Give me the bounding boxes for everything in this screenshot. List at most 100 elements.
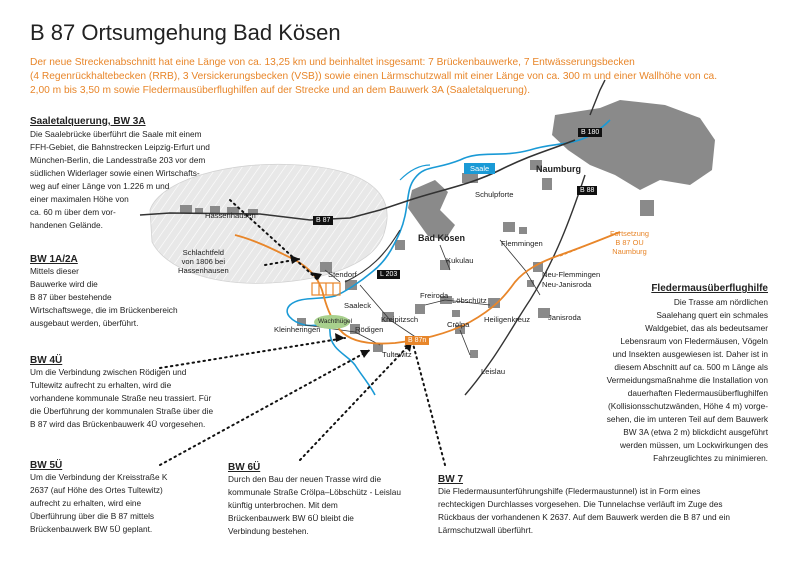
roads (139, 79, 606, 396)
place-janisroda: Janisroda (548, 313, 581, 322)
text-line: dauerhaften Fledermausüberflughilfen (627, 388, 768, 398)
b87n-route (234, 231, 621, 345)
place-kleinheringen: Kleinheringen (274, 325, 321, 334)
place-neu-janisroda: Neu-Janisroda (542, 280, 592, 289)
section-body: Die Saalebrücke überführt die Saale mit … (30, 128, 270, 232)
text-line: Saalehang quert ein schmales (656, 310, 768, 320)
wachthuegel-area (314, 315, 350, 329)
text-line: Die Saalebrücke überführt die Saale mit … (30, 129, 202, 139)
text-line: Um die Verbindung der Kreisstraße K (30, 472, 168, 482)
section-heading: BW 1A/2A (30, 254, 78, 265)
place-schlachtfeld-line: von 1806 bei (181, 257, 226, 266)
section-body: Um die Verbindung zwischen Rödigen und T… (30, 366, 250, 431)
text-line: B 87 wird das Brückenbauwerk 4Ü vorgeseh… (30, 419, 206, 429)
text-line: Die Fledermausunterführungshilfe (Fleder… (438, 486, 701, 496)
battlefield-area (149, 163, 388, 284)
section-heading: BW 7 (438, 474, 463, 485)
section-fledermaus: Fledermausüberflughilfe Die Trasse am nö… (572, 283, 768, 465)
place-kreipitzsch: Kreipitzsch (381, 315, 419, 324)
text-line: einer maximalen Höhe von (30, 194, 129, 204)
text-line: Bauwerke wird die (30, 279, 98, 289)
place-flemmingen: Flemmingen (501, 239, 543, 248)
text-line: FFH-Gebiet, die Bahnstrecken Leipzig-Erf… (30, 142, 210, 152)
road-tag-b87: B 87 (313, 216, 334, 225)
road-tag-b88: B 88 (577, 186, 598, 195)
text-line: BW 3A (etwa 2 m) blickdicht ausgeführt (623, 427, 768, 437)
section-saaletalquerung: Saaletalquerung, BW 3A Die Saalebrücke ü… (30, 116, 270, 232)
place-loebschuetz: Löbschütz (452, 296, 487, 305)
text-line: und Insekten ausgewiesen ist. Daher ist … (612, 349, 768, 359)
text-line: Die Trasse am nördlichen (673, 297, 768, 307)
place-croelpa: Crölpa (447, 320, 470, 329)
text-line: rechteckigen Durchlasses vorgesehen. Die… (438, 499, 723, 509)
text-line: ca. 60 m über dem vor- (30, 207, 116, 217)
section-heading: Saaletalquerung, BW 3A (30, 116, 146, 127)
fortsetzung-line: Fortsetzung (610, 229, 650, 238)
place-heiligenkreuz: Heiligenkreuz (484, 315, 531, 324)
text-line: ausgebaut werden, überführt. (30, 318, 139, 328)
river-tag-saale: Saale (464, 163, 496, 174)
fortsetzung-line: B 87 OU (615, 238, 644, 247)
text-line: Mittels dieser (30, 266, 79, 276)
section-body: Mittels dieser Bauwerke wird die B 87 üb… (30, 265, 230, 330)
place-schlachtfeld-line: Hassenhausen (178, 266, 229, 275)
text-line: aufrecht zu erhalten, wird eine (30, 498, 142, 508)
town-blocks (180, 100, 715, 358)
text-line: Verbindung bestehen. (228, 526, 309, 536)
place-schlachtfeld-line: Schlachtfeld (182, 248, 225, 257)
section-heading: Fledermausüberflughilfe (651, 283, 768, 294)
section-bw7: BW 7 Die Fledermausunterführungshilfe (F… (438, 474, 778, 537)
place-tultewitz: Tultewitz (382, 350, 412, 359)
intro-line: (4 Regenrückhaltebecken (RRB), 3 Versick… (30, 71, 718, 82)
text-line: Waldgebiet, das als bedeutsamer (645, 323, 768, 333)
section-body: Um die Verbindung der Kreisstraße K 2637… (30, 471, 210, 536)
text-line: Brückenbauwerk BW 6Ü bleibt die (228, 513, 354, 523)
intro-text: Der neue Streckenabschnitt hat eine Läng… (30, 56, 780, 98)
road-tag-b180: B 180 (578, 128, 603, 137)
text-line: diesem Abschnitt auf ca. 500 m Länge als (614, 362, 768, 372)
section-body: Die Trasse am nördlichen Saalehang quert… (572, 296, 768, 465)
text-line: südlichen Widerlager sowie einen Wirtsch… (30, 168, 200, 178)
section-bw5u: BW 5Ü Um die Verbindung der Kreisstraße … (30, 460, 210, 536)
text-line: Rückbaus der vorhandenen K 2637. Auf dem… (438, 512, 730, 522)
text-line: Lärmschutzwall überführt. (438, 525, 533, 535)
text-line: sehen, die im unteren Teil auf dem Bauwe… (606, 414, 768, 424)
text-line: B 87 über bestehende (30, 292, 112, 302)
road-tag-l203: L 203 (377, 270, 401, 279)
section-bw6u: BW 6Ü Durch den Bau der neuen Trasse wir… (228, 462, 428, 538)
text-line: kommunale Straße Crölpa–Löbschütz - Leis… (228, 487, 401, 497)
text-line: die Überführung der kommunalen Straße üb… (30, 406, 214, 416)
bridge-marker (311, 282, 341, 296)
fortsetzung-label: Fortsetzung B 87 OU Naumburg (610, 229, 649, 256)
place-bad-koesen: Bad Kösen (418, 233, 466, 243)
text-line: (Kollisionsschutzwänden, Höhe 4 m) vorge… (607, 401, 768, 411)
text-line: München-Berlin, die Landesstraße 203 vor… (30, 155, 206, 165)
text-line: weg auf einer Länge von 1.226 m und (30, 181, 170, 191)
section-bw1a-2a: BW 1A/2A Mittels dieser Bauwerke wird di… (30, 254, 230, 330)
text-line: Vermeidungsmaßnahme die Installation von (606, 375, 768, 385)
place-leislau: Leislau (481, 367, 506, 376)
place-saaleck: Saaleck (344, 301, 372, 310)
place-schlachtfeld: Schlachtfeld von 1806 bei Hassenhausen (178, 248, 229, 275)
road-tag-b87n: B 87n (405, 336, 430, 345)
intro-line: Der neue Streckenabschnitt hat eine Läng… (30, 57, 635, 68)
section-body: Durch den Bau der neuen Trasse wird die … (228, 473, 428, 538)
text-line: Tultewitz aufrecht zu erhalten, wird die (30, 380, 172, 390)
section-body: Die Fledermausunterführungshilfe (Fleder… (438, 485, 778, 537)
place-naumburg: Naumburg (536, 164, 581, 174)
text-line: Lebensraum von Fledermäusen, Vögeln (620, 336, 768, 346)
text-line: künftig unterbrochen. Mit dem (228, 500, 338, 510)
text-line: Wirtschaftswege, die im Brückenbereich (30, 305, 178, 315)
place-hassenhausen: Hassenhausen (205, 211, 256, 220)
section-heading: BW 6Ü (228, 462, 261, 473)
text-line: Durch den Bau der neuen Trasse wird die (228, 474, 382, 484)
section-bw4u: BW 4Ü Um die Verbindung zwischen Rödigen… (30, 355, 250, 431)
text-line: 2637 (auf Höhe des Ortes Tultewitz) (30, 485, 163, 495)
text-line: Brückenbauwerk BW 5Ü geplant. (30, 524, 153, 534)
saale-river (286, 119, 611, 396)
place-neu-flemmingen: Neu-Flemmingen (542, 270, 601, 279)
text-line: vorhandene kommunale Straße neu trassier… (30, 393, 212, 403)
text-line: Fahrzeuglichtes zu minimieren. (653, 453, 768, 463)
fortsetzung-line: Naumburg (612, 247, 647, 256)
